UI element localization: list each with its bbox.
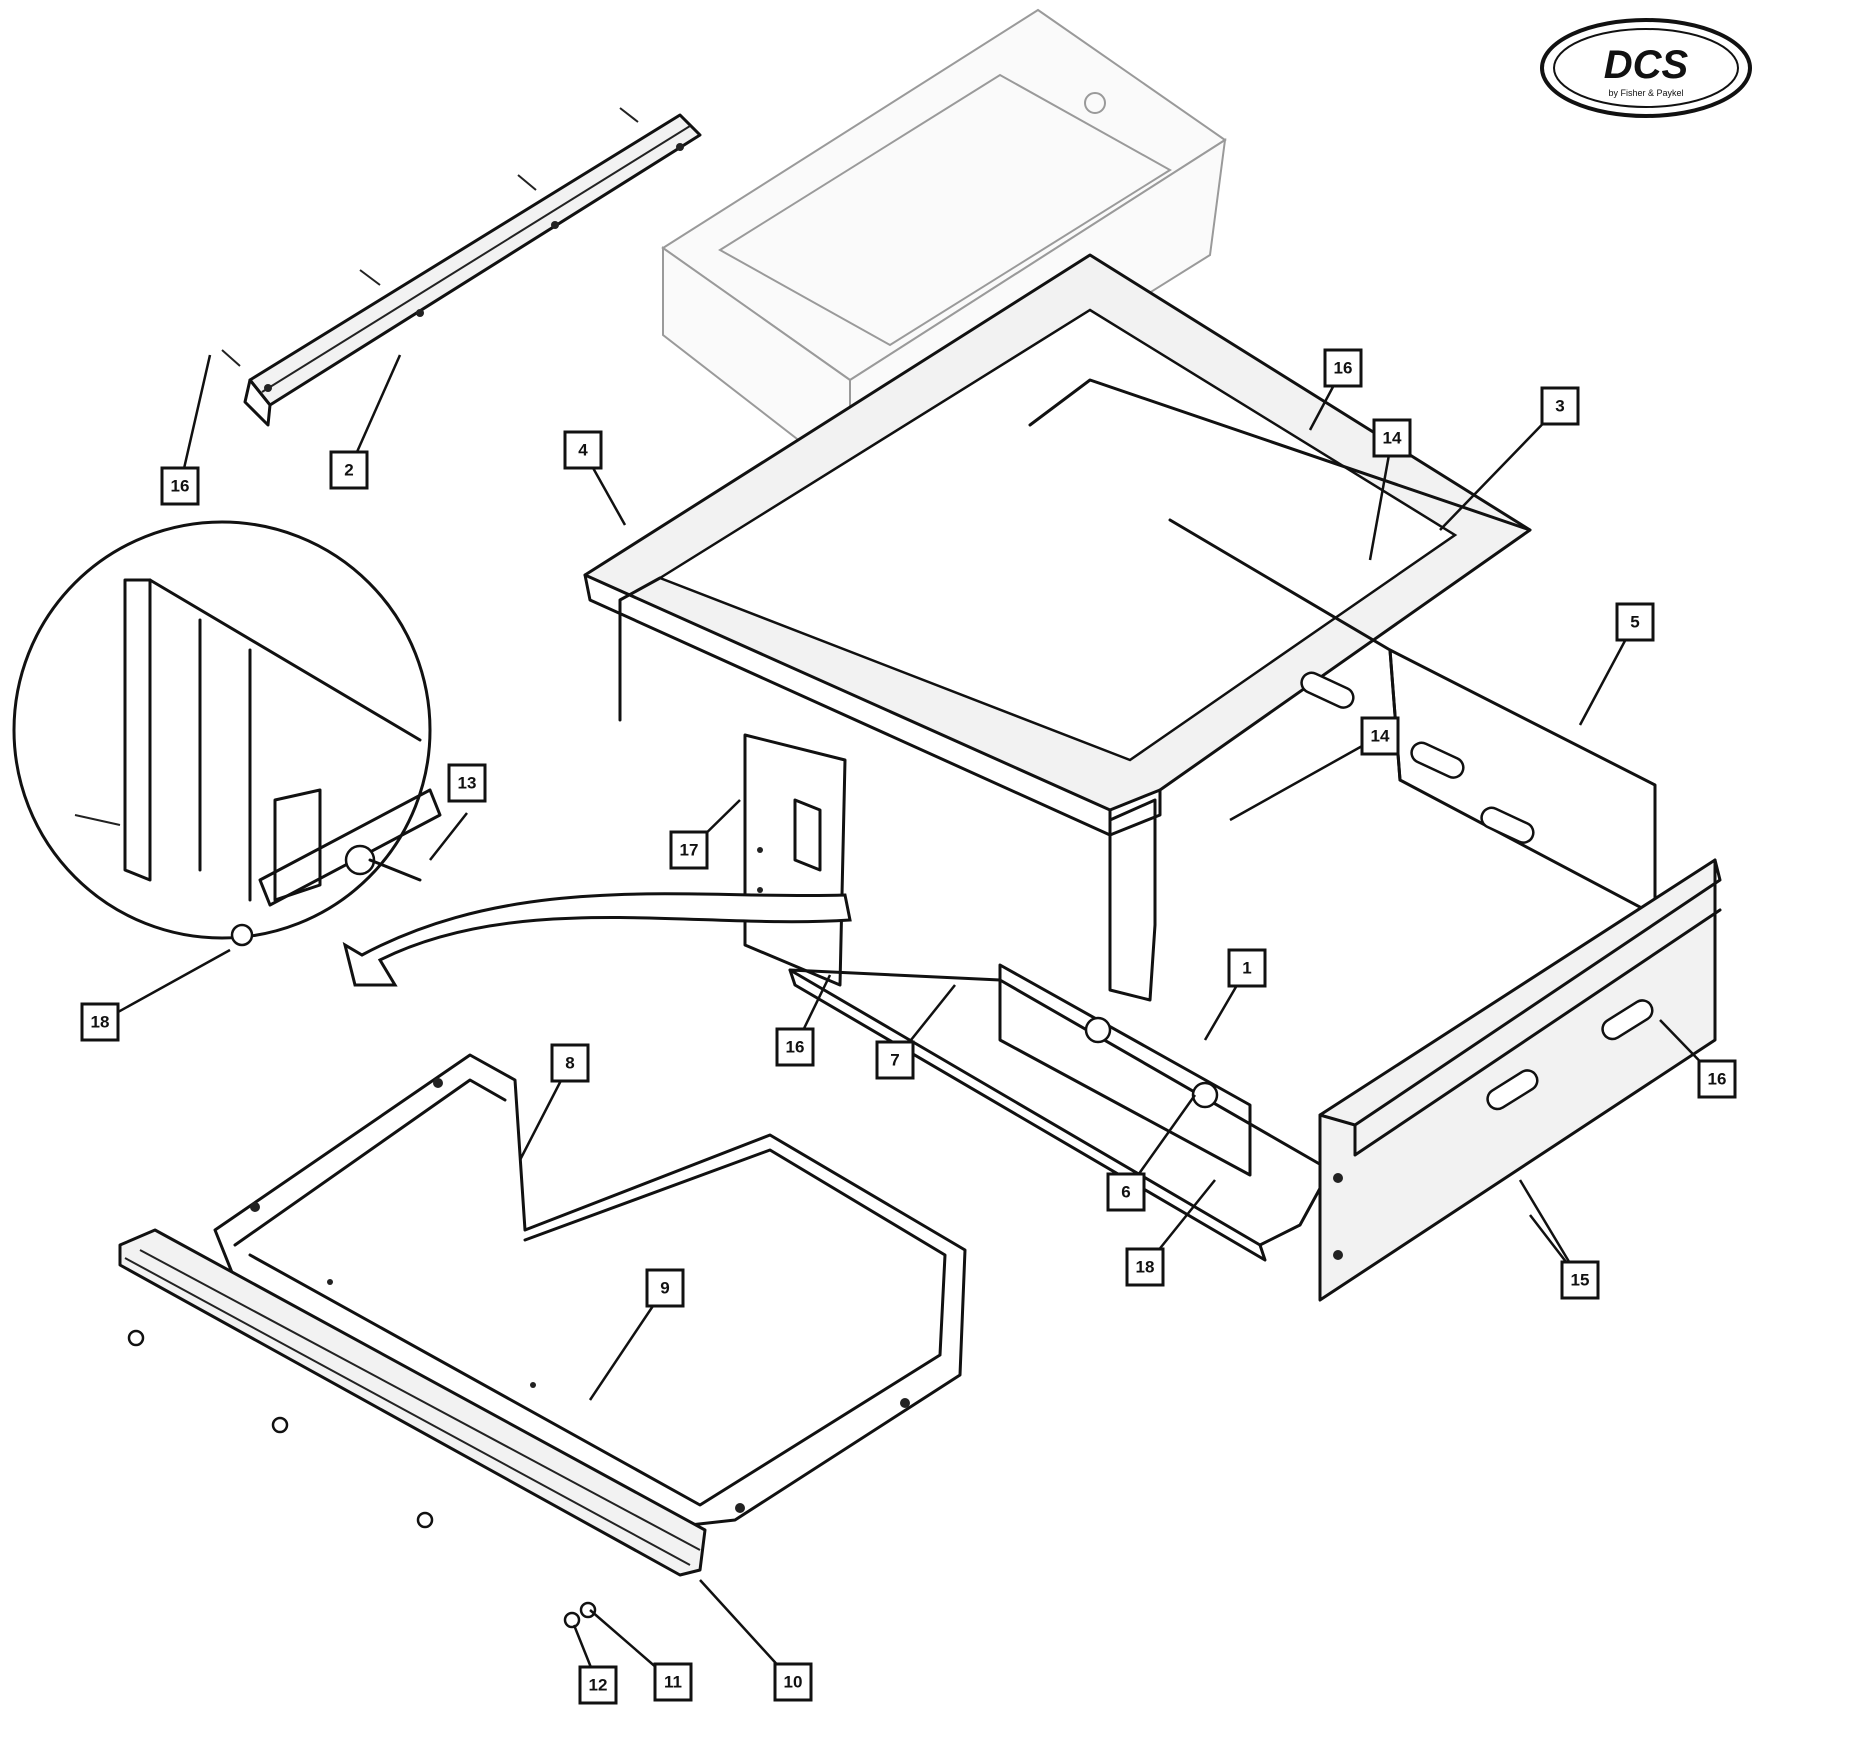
callout-box [1106,1172,1146,1212]
callout-number: 10 [784,1673,803,1692]
callout-box [563,430,603,470]
callout-2: 2 [329,450,369,490]
callout-10: 10 [773,1662,813,1702]
callout-4: 4 [563,430,603,470]
front-panel-part-15 [1318,858,1722,1302]
callout-box [653,1662,693,1702]
callout-number: 11 [664,1673,682,1692]
callout-box [669,830,709,870]
callout-number: 18 [1136,1258,1155,1277]
callout-18: 18 [80,1002,120,1042]
hardware-nut-washer [127,1329,597,1629]
callout-box [775,1027,815,1067]
callout-box [329,450,369,490]
callout-number: 16 [171,477,190,496]
callout-8: 8 [550,1043,590,1083]
callout-16: 16 [1323,348,1363,388]
callout-box [1323,348,1363,388]
callout-number: 7 [890,1051,899,1070]
callout-box [447,763,487,803]
callout-box [80,1002,120,1042]
detail-inset [12,520,442,947]
callout-box [1615,602,1655,642]
base-tray-part-1 [788,963,1332,1262]
callout-11: 11 [653,1662,693,1702]
callout-number: 5 [1630,613,1639,632]
callout-number: 16 [786,1038,805,1057]
callout-5: 5 [1615,602,1655,642]
callout-number: 2 [344,461,353,480]
brand-logo-text: DCS [1604,43,1689,87]
top-frame-part-4 [583,253,1532,1002]
brand-logo: DCS by Fisher & Paykel [1540,18,1752,118]
callout-number: 18 [91,1013,110,1032]
callout-number: 1 [1242,959,1251,978]
callout-number: 16 [1708,1070,1727,1089]
callout-box [1372,418,1412,458]
callout-box [1540,386,1580,426]
callout-14: 14 [1372,418,1412,458]
callout-6: 6 [1106,1172,1146,1212]
callout-box [1360,716,1400,756]
callout-number: 8 [565,1054,574,1073]
callout-number: 17 [680,841,699,860]
callout-labels: 123456789101112131414151616161617181818 [80,348,1737,1705]
callout-17: 17 [669,830,709,870]
callout-box [550,1043,590,1083]
bottom-rail-part-10 [118,1228,707,1577]
callout-number: 4 [578,441,588,460]
callout-number: 13 [458,774,477,793]
callout-13: 13 [447,763,487,803]
callout-9: 9 [645,1268,685,1308]
callout-box [875,1040,915,1080]
callout-number: 3 [1555,397,1564,416]
callout-box [1125,1247,1165,1287]
callout-12: 12 [578,1665,618,1705]
callout-number: 14 [1371,727,1390,746]
callout-box [773,1662,813,1702]
callout-number: 15 [1571,1271,1590,1290]
callout-16: 16 [1697,1059,1737,1099]
detail-arrow [342,892,852,987]
callout-box [1560,1260,1600,1300]
callout-box [1697,1059,1737,1099]
callout-number: 14 [1383,429,1402,448]
callout-number: 16 [1334,359,1353,378]
callout-15: 15 [1560,1260,1600,1300]
callout-3: 3 [1540,386,1580,426]
callout-7: 7 [875,1040,915,1080]
callout-box [1227,948,1267,988]
side-bracket-part-17 [743,733,847,987]
callout-14: 14 [1360,716,1400,756]
callout-number: 9 [660,1279,669,1298]
callout-box [578,1665,618,1705]
brand-logo-tagline: by Fisher & Paykel [1608,88,1683,98]
callout-box [645,1268,685,1308]
bottom-frame-part-8 [213,1053,967,1527]
callout-16: 16 [160,466,200,506]
callout-number: 6 [1121,1183,1130,1202]
callout-box [160,466,200,506]
callout-18: 18 [1125,1247,1165,1287]
top-rail-part-2 [221,107,702,427]
callout-1: 1 [1227,948,1267,988]
callout-16: 16 [775,1027,815,1067]
callout-number: 12 [589,1676,608,1695]
